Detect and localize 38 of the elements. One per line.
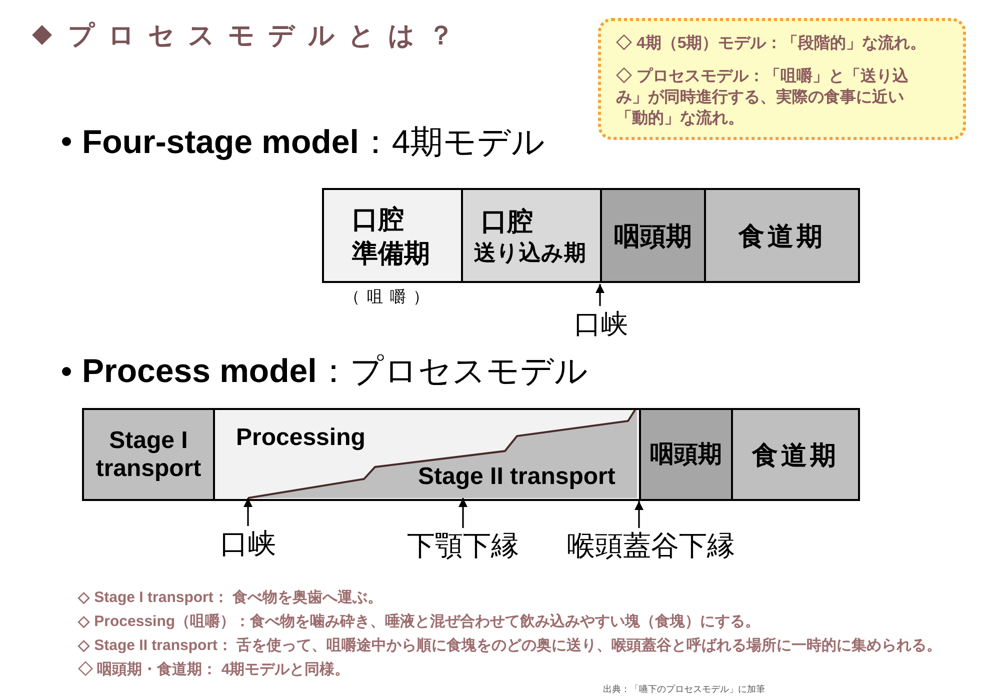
note-text: ◇ Stage II transport： 舌を使って、咀嚼途中から順に食塊をのどの奥に送り、喉頭蓋谷と呼ばれる場所に一時的に集められる。 [78,636,942,656]
stage-cell [82,408,215,501]
anatomy-label: 下顎下縁 [400,528,526,564]
stage-label: 口腔 [352,202,404,236]
stage-label: 咽頭期 [650,440,722,470]
stage-cell [731,408,860,501]
stage-label: 食道期 [738,220,826,252]
stage-cell [461,188,602,283]
anatomy-label: 口峡 [564,306,638,342]
stage-label: 準備期 [352,236,430,270]
leader-arrow [634,501,644,528]
stage-label: 送り込み期 [474,238,586,266]
section-heading: Process model：プロセスモデル [82,351,588,391]
note-box [598,18,966,140]
stage-cell [704,188,860,283]
stage-cell [322,188,463,283]
caption-text: （咀嚼） [344,288,436,308]
stage-cell [639,408,733,501]
anatomy-label: 喉頭蓋谷下縁 [558,528,744,564]
note-text: ◇ プロセスモデル：「咀嚼」と「送り込み」が同時進行する、実際の食事に近い「動的」な流れ。 [616,66,910,129]
note-text: ◇ Processing（咀嚼）：食べ物を噛み砕き、唾液と混ぜ合わせて飲み込みやすい塊（食塊）にする。 [78,612,760,632]
stage-label: 口腔 [480,204,533,238]
page-title: プロセスモデルとは？ [68,19,467,52]
note-text: 出典：「嚥下のプロセスモデル」に加筆 [603,683,765,695]
stage-label: Stage II transport [418,463,616,491]
stage-label: Processing [236,424,366,452]
stage-label: Stage I transport [94,426,202,482]
note-text: ◇ Stage I transport： 食べ物を奥歯へ運ぶ。 [78,588,383,608]
note-text: ◇ 4期（5期）モデル：「段階的」な流れ。 [616,33,925,54]
leader-arrow [458,498,468,528]
stage-cell [600,188,706,283]
anatomy-label: 口峡 [212,526,284,562]
leader-arrow [244,498,252,526]
section-heading: Four-stage model：4期モデル [82,122,546,162]
stage-label: 食道期 [752,438,839,472]
leader-arrow [596,284,604,306]
note-text: ◇ 咽頭期・食道期： 4期モデルと同様。 [78,660,350,680]
stage-label: 咽頭期 [614,220,692,252]
